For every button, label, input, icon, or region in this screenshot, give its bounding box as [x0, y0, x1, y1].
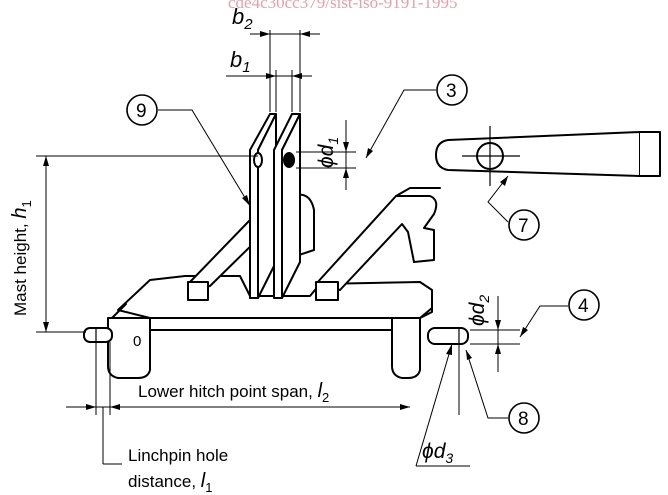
d1-prefix: ϕ — [315, 156, 338, 168]
linchpin-symbol: l — [201, 470, 206, 492]
callout-3: 3 — [436, 74, 468, 106]
callout-4-label: 4 — [578, 296, 589, 317]
linchpin-line2: distance, — [128, 472, 201, 491]
mast-height-text: Mast height, — [11, 219, 30, 316]
d2-symbol: d — [466, 301, 489, 314]
mast-height-subscript: 1 — [19, 200, 34, 207]
top-link-pin — [435, 126, 661, 186]
d1-subscript: 1 — [325, 137, 341, 145]
mast — [249, 113, 301, 299]
dimension-d3: ϕd3 — [415, 343, 470, 467]
callout-8: 8 — [508, 402, 540, 434]
callout-4: 4 — [568, 289, 600, 321]
d3-prefix: ϕ — [422, 440, 434, 463]
d3-subscript: 3 — [445, 450, 453, 466]
svg-text:distance, l1: distance, l1 — [128, 470, 212, 495]
svg-text:Lower hitch point span, l2: Lower hitch point span, l2 — [138, 380, 329, 405]
leader-lines — [158, 89, 568, 419]
lower-span-text: Lower hitch point span, — [138, 382, 318, 401]
d2-subscript: 2 — [476, 295, 492, 304]
linchpin-line1: Linchpin hole — [128, 446, 228, 465]
callout-8-label: 8 — [518, 409, 529, 430]
d2-prefix: ϕ — [466, 314, 489, 326]
dimension-d2: ϕd2 — [466, 295, 520, 372]
d1-symbol: d — [315, 143, 338, 156]
callout-9-label: 9 — [136, 101, 147, 122]
callout-7: 7 — [508, 209, 540, 241]
dimension-mast-height: Mast height, h1 — [9, 155, 258, 333]
b2-subscript: 2 — [243, 16, 253, 33]
d3-symbol: d — [434, 440, 447, 463]
linchpin-subscript: 1 — [205, 480, 212, 495]
dimension-d1: ϕd1 — [296, 120, 356, 190]
svg-text:ϕd3: ϕd3 — [422, 440, 453, 466]
dimension-b1: b1 — [226, 47, 312, 112]
callout-7-label: 7 — [518, 216, 529, 237]
svg-text:ϕd1: ϕd1 — [315, 137, 341, 168]
callout-3-label: 3 — [446, 81, 457, 102]
lower-span-subscript: 2 — [322, 390, 329, 405]
frame-mark-zero: 0 — [133, 333, 141, 350]
right-hitch-pin — [427, 327, 469, 345]
svg-text:b2: b2 — [232, 4, 253, 33]
svg-text:ϕd2: ϕd2 — [466, 295, 492, 326]
watermark-text: cde4c30cc379/sist-iso-9191-1995 — [228, 0, 457, 12]
dimension-linchpin: Linchpin hole distance, l1 — [102, 407, 228, 495]
callout-9: 9 — [126, 94, 158, 126]
b1-subscript: 1 — [242, 59, 250, 76]
dimension-b2: b2 — [232, 4, 320, 112]
lower-frame: 0 — [107, 275, 433, 379]
right-brace — [315, 187, 441, 301]
svg-text:Mast height, h1: Mast height, h1 — [9, 200, 34, 316]
lower-span-symbol: l — [318, 380, 323, 402]
b2-symbol: b — [232, 4, 244, 29]
mast-height-symbol: h — [9, 208, 31, 219]
dimension-lower-span: Lower hitch point span, l2 — [66, 342, 460, 415]
left-hitch-pin — [83, 327, 113, 343]
svg-text:b1: b1 — [230, 47, 251, 76]
b1-symbol: b — [230, 47, 242, 72]
